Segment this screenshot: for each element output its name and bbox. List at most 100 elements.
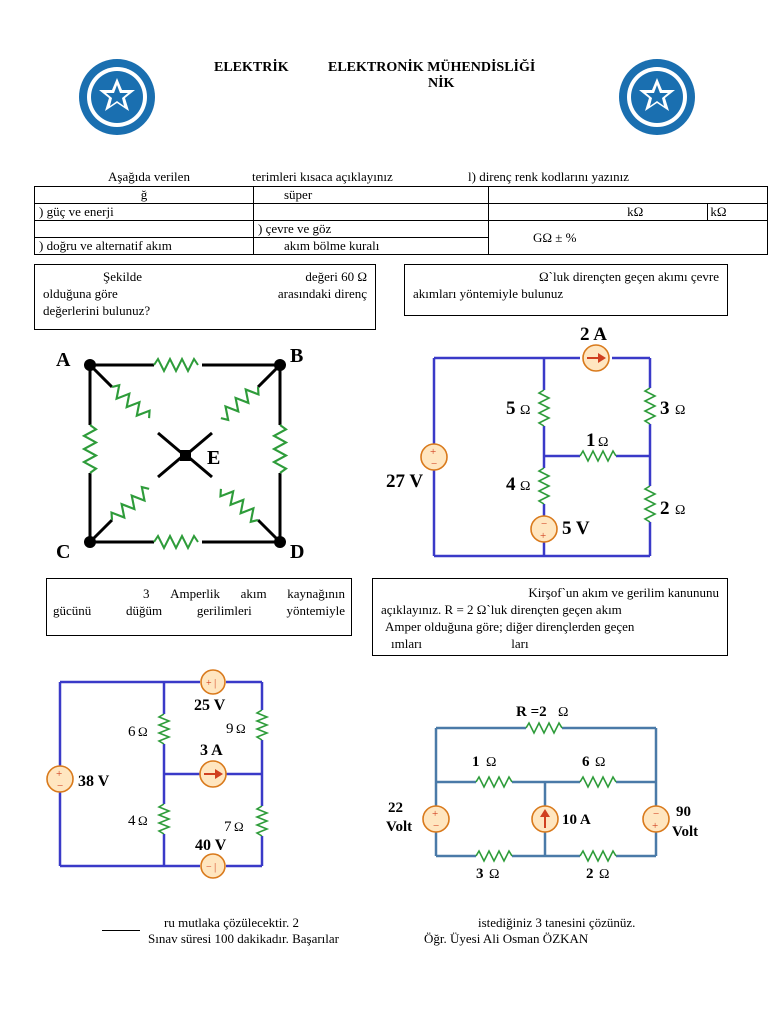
footer-text: ru mutlaka çözülecektir. 2 [164, 915, 300, 930]
resistor-6 [579, 776, 617, 788]
resistor-bd [272, 423, 288, 475]
resistor-1 [579, 450, 617, 462]
label-3ohm: 3 [660, 398, 670, 419]
university-logo-right [618, 58, 696, 136]
node-voltage-wires [58, 680, 264, 868]
svg-text:−: − [431, 458, 437, 470]
voltage-source-27v: + − [420, 443, 448, 471]
resistor-6 [158, 713, 170, 745]
node-c [84, 536, 96, 548]
label-5v: 5 V [562, 518, 590, 539]
label-9ohm: 9 [226, 721, 234, 737]
resistor-r2 [525, 722, 563, 734]
label-10a: 10 A [562, 812, 591, 828]
voltage-source-25v: + | [200, 669, 226, 695]
header-title-part2: ELEKTRONİK MÜHENDİSLİĞİ [328, 60, 536, 75]
resistor-2 [644, 485, 656, 523]
voltage-source-22v: + − [422, 805, 450, 833]
svg-text:−: − [653, 808, 659, 820]
svg-text:+: + [432, 808, 438, 820]
label-6ohm: 6 [128, 724, 136, 740]
q1-instruction-a: Aşağıda verilen [108, 169, 190, 184]
ohm-symbol: Ω [138, 813, 148, 828]
terms-table: ğ süper ) güç ve enerji kΩ kΩ ) çevre ve… [34, 186, 768, 255]
terms-cell: ğ [34, 186, 254, 204]
color-code-cell: GΩ ± % [488, 220, 768, 255]
svg-text:−: − [57, 780, 63, 792]
svg-text:+: + [540, 530, 546, 542]
terms-cell: ) doğru ve alternatif akım [34, 237, 254, 255]
ohm-symbol: Ω [599, 867, 609, 882]
footer-text: istediğiniz 3 tanesini çözünüz. [478, 915, 636, 930]
svg-text:−: − [541, 518, 547, 530]
label-40v: 40 V [195, 837, 227, 854]
terms-cell [253, 203, 489, 221]
resistor-ac [82, 423, 98, 475]
ohm-symbol: Ω [236, 721, 246, 736]
resistor-1 [475, 776, 513, 788]
q2-question-box: Şekilde değeri 60 Ω olduğuna göre arasın… [34, 264, 376, 330]
q2-text: değeri 60 Ω [305, 269, 367, 284]
footer-text: Sınav süresi 100 dakikadır. Başarılar [148, 931, 339, 946]
node-b [274, 359, 286, 371]
terms-cell: akım bölme kuralı [253, 237, 489, 255]
ohm-symbol: Ω [598, 435, 608, 450]
q4-text: Amperlik [170, 586, 220, 601]
voltage-source-5v: − + [530, 515, 558, 543]
current-source-10a [531, 805, 559, 833]
resistor-4 [538, 467, 550, 505]
resistor-cd [153, 535, 199, 549]
q4-text: yöntemiyle [286, 603, 345, 618]
label-4ohm: 4 [128, 813, 136, 829]
q4-text: kaynağının [287, 586, 345, 601]
node-e [180, 450, 191, 461]
resistor-4 [158, 803, 170, 835]
label-5ohm: 5 [506, 398, 516, 419]
label-4ohm: 4 [506, 474, 516, 495]
label-volt: Volt [386, 819, 412, 835]
q2-text: Şekilde [103, 269, 142, 284]
label-2a: 2 A [580, 324, 607, 345]
terms-cell: ) güç ve enerji [34, 203, 254, 221]
ohm-symbol: Ω [489, 867, 499, 882]
label-25v: 25 V [194, 697, 226, 714]
ohm-symbol: Ω [675, 503, 685, 518]
resistor-be [216, 381, 263, 424]
color-code-cell [488, 186, 768, 204]
current-source-2a [582, 344, 610, 372]
label-3a: 3 A [200, 742, 223, 759]
label-2ohm: 2 [660, 498, 670, 519]
q3-question-box: Ω`luk dirençten geçen akımı çevre akımla… [404, 264, 728, 316]
label-3ohm: 3 [476, 866, 484, 882]
label-22: 22 [388, 800, 403, 816]
mesh-circuit: + − − + 2 A 5 Ω 3 Ω 1 Ω 4 Ω 2 Ω 27 V 5 V [386, 324, 685, 558]
resistor-2 [579, 850, 617, 862]
label-6ohm: 6 [582, 754, 590, 770]
bridge-wires [88, 363, 282, 544]
label-2ohm: 2 [586, 866, 594, 882]
voltage-source-38v: + − [46, 765, 74, 793]
label-e: E [207, 447, 220, 469]
q4-text: düğüm [126, 603, 163, 618]
q1-instruction-c: l) direnç renk kodlarını yazınız [468, 169, 629, 184]
label-7ohm: 7 [224, 819, 232, 835]
q4-question-box: 3 Amperlik akım kaynağının gücünü düğüm … [46, 578, 352, 636]
label-b: B [290, 345, 303, 367]
label-38v: 38 V [78, 773, 110, 790]
label-27v: 27 V [386, 471, 423, 492]
node-a [84, 359, 96, 371]
footer-blank-line [102, 930, 140, 931]
q5-text: açıklayınız. R = 2 Ω`luk dirençten geçen… [381, 602, 622, 617]
q5-text: Kirşof`un akım ve gerilim kanununu [528, 585, 719, 600]
q1-instruction-b: terimleri kısaca açıklayınız [252, 169, 393, 184]
resistor-ab [153, 358, 199, 372]
q2-text: değerlerini bulunuz? [43, 303, 151, 318]
header-title-line2: NİK [428, 76, 455, 91]
q5-text: Amper olduğuna göre; diğer dirençlerden … [385, 619, 635, 634]
resistor-ae [107, 381, 154, 424]
resistor-3 [644, 387, 656, 425]
node-d [274, 536, 286, 548]
terms-cell: süper [253, 186, 489, 204]
q4-text: 3 [143, 586, 150, 601]
svg-text:+ |: + | [206, 678, 216, 689]
